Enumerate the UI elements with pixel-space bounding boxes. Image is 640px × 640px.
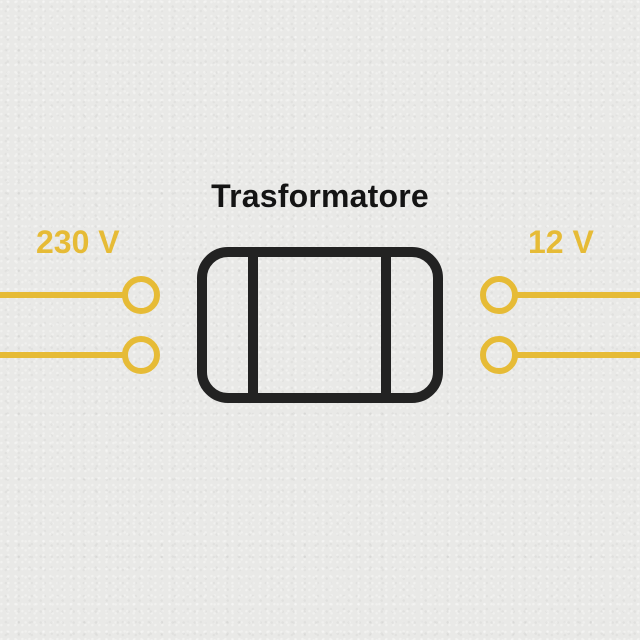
transformer-body xyxy=(197,247,443,403)
diagram-title: Trasformatore xyxy=(211,178,429,214)
input-voltage-label: 230 V xyxy=(36,224,120,260)
input-terminal-top-icon xyxy=(122,276,160,314)
input-terminal-bottom-icon xyxy=(122,336,160,374)
output-voltage-label: 12 V xyxy=(528,224,594,260)
output-terminal-bottom-icon xyxy=(480,336,518,374)
transformer-symbol-icon xyxy=(197,247,443,403)
output-terminal-top-icon xyxy=(480,276,518,314)
